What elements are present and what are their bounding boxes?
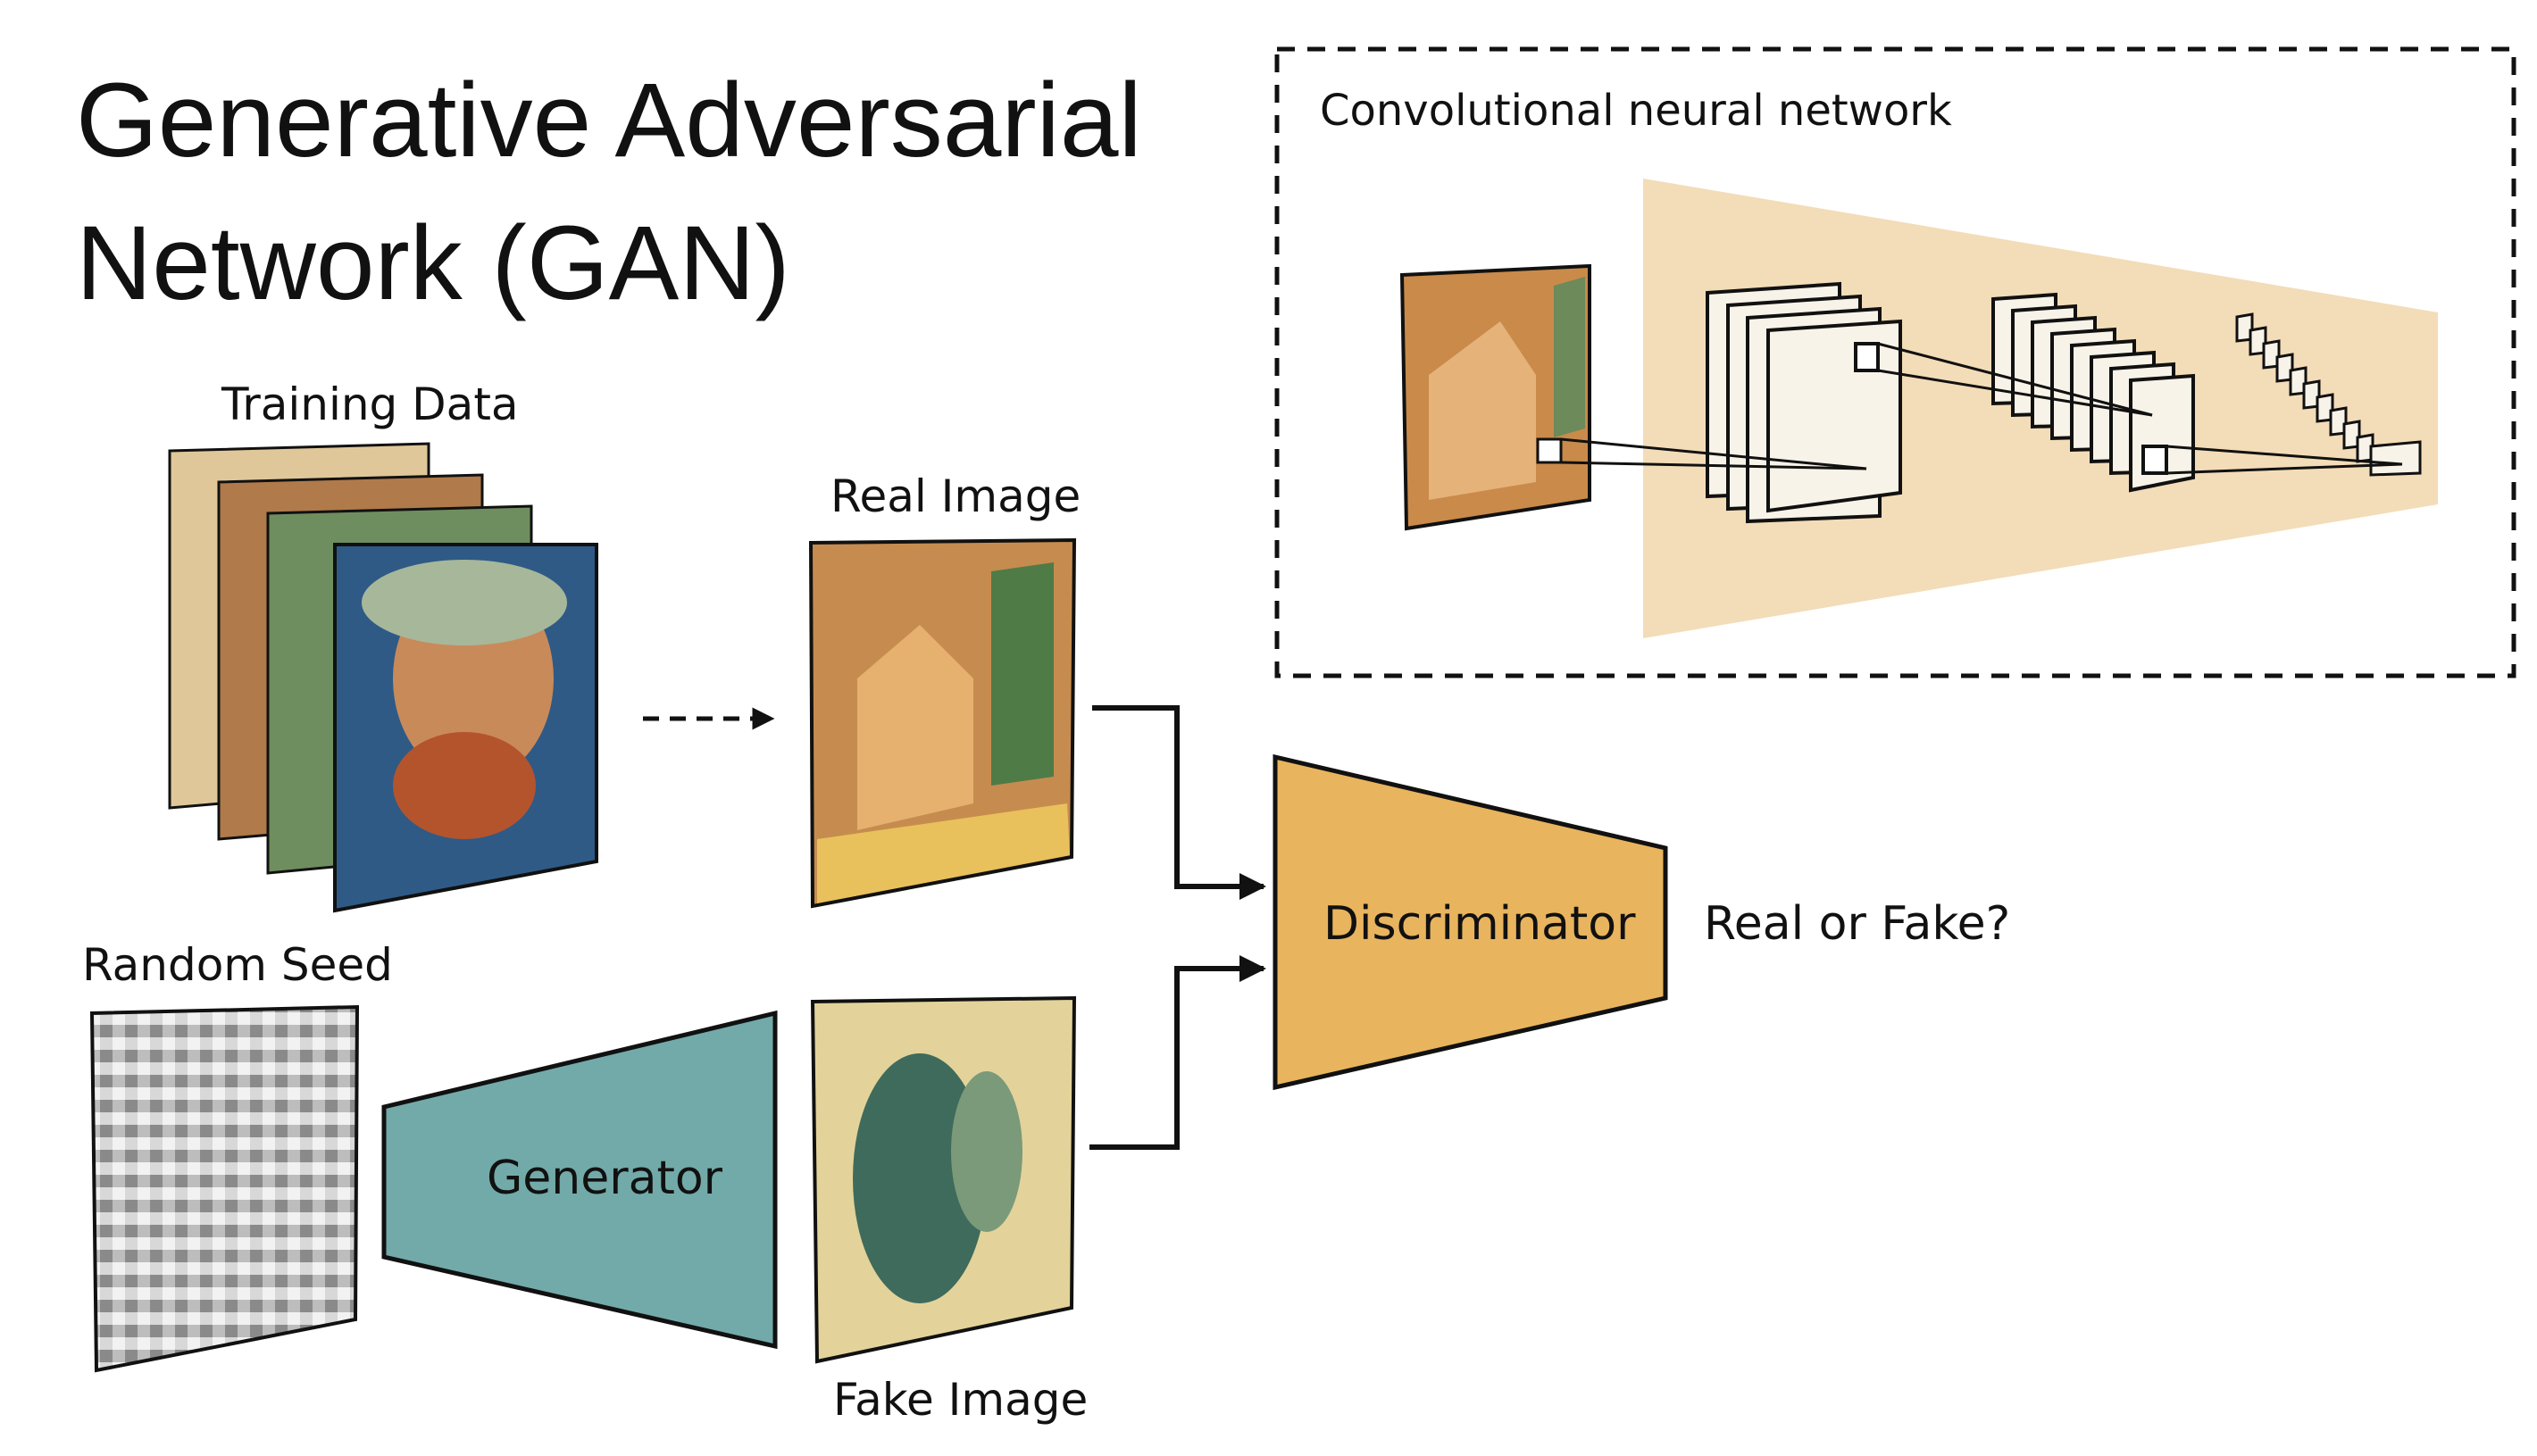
random-seed-image — [89, 1004, 360, 1373]
generator-block — [381, 1010, 778, 1350]
fake-image — [810, 995, 1077, 1364]
cnn-layer-1 — [1706, 281, 1902, 524]
cnn-input-image — [1399, 263, 1591, 531]
fake-image-label: Fake Image — [833, 1374, 1088, 1426]
cnn-layer-3 — [2235, 312, 2422, 477]
output-label: Real or Fake? — [1704, 897, 2010, 951]
fake-to-discriminator-arrow — [1089, 955, 1266, 1150]
training-data-label: Training Data — [221, 379, 519, 430]
discriminator-label: Discriminator — [1323, 897, 1636, 951]
training-data-stack — [168, 442, 598, 913]
discriminator-block — [1273, 753, 1668, 1091]
cnn-label: Convolutional neural network — [1320, 86, 1952, 136]
title-line-2: Network (GAN) — [76, 204, 790, 322]
real-image — [808, 537, 1077, 909]
generator-label: Generator — [487, 1152, 723, 1205]
cnn-dashed-frame — [1274, 46, 2516, 678]
cnn-inset: Convolutional neural network — [1274, 46, 2516, 678]
title-line-1: Generative Adversarial — [76, 62, 1142, 179]
cnn-connection-lines — [1560, 342, 2403, 475]
real-to-discriminator-arrow — [1092, 705, 1266, 900]
real-image-label: Real Image — [830, 470, 1081, 522]
random-seed-label: Random Seed — [82, 939, 393, 991]
